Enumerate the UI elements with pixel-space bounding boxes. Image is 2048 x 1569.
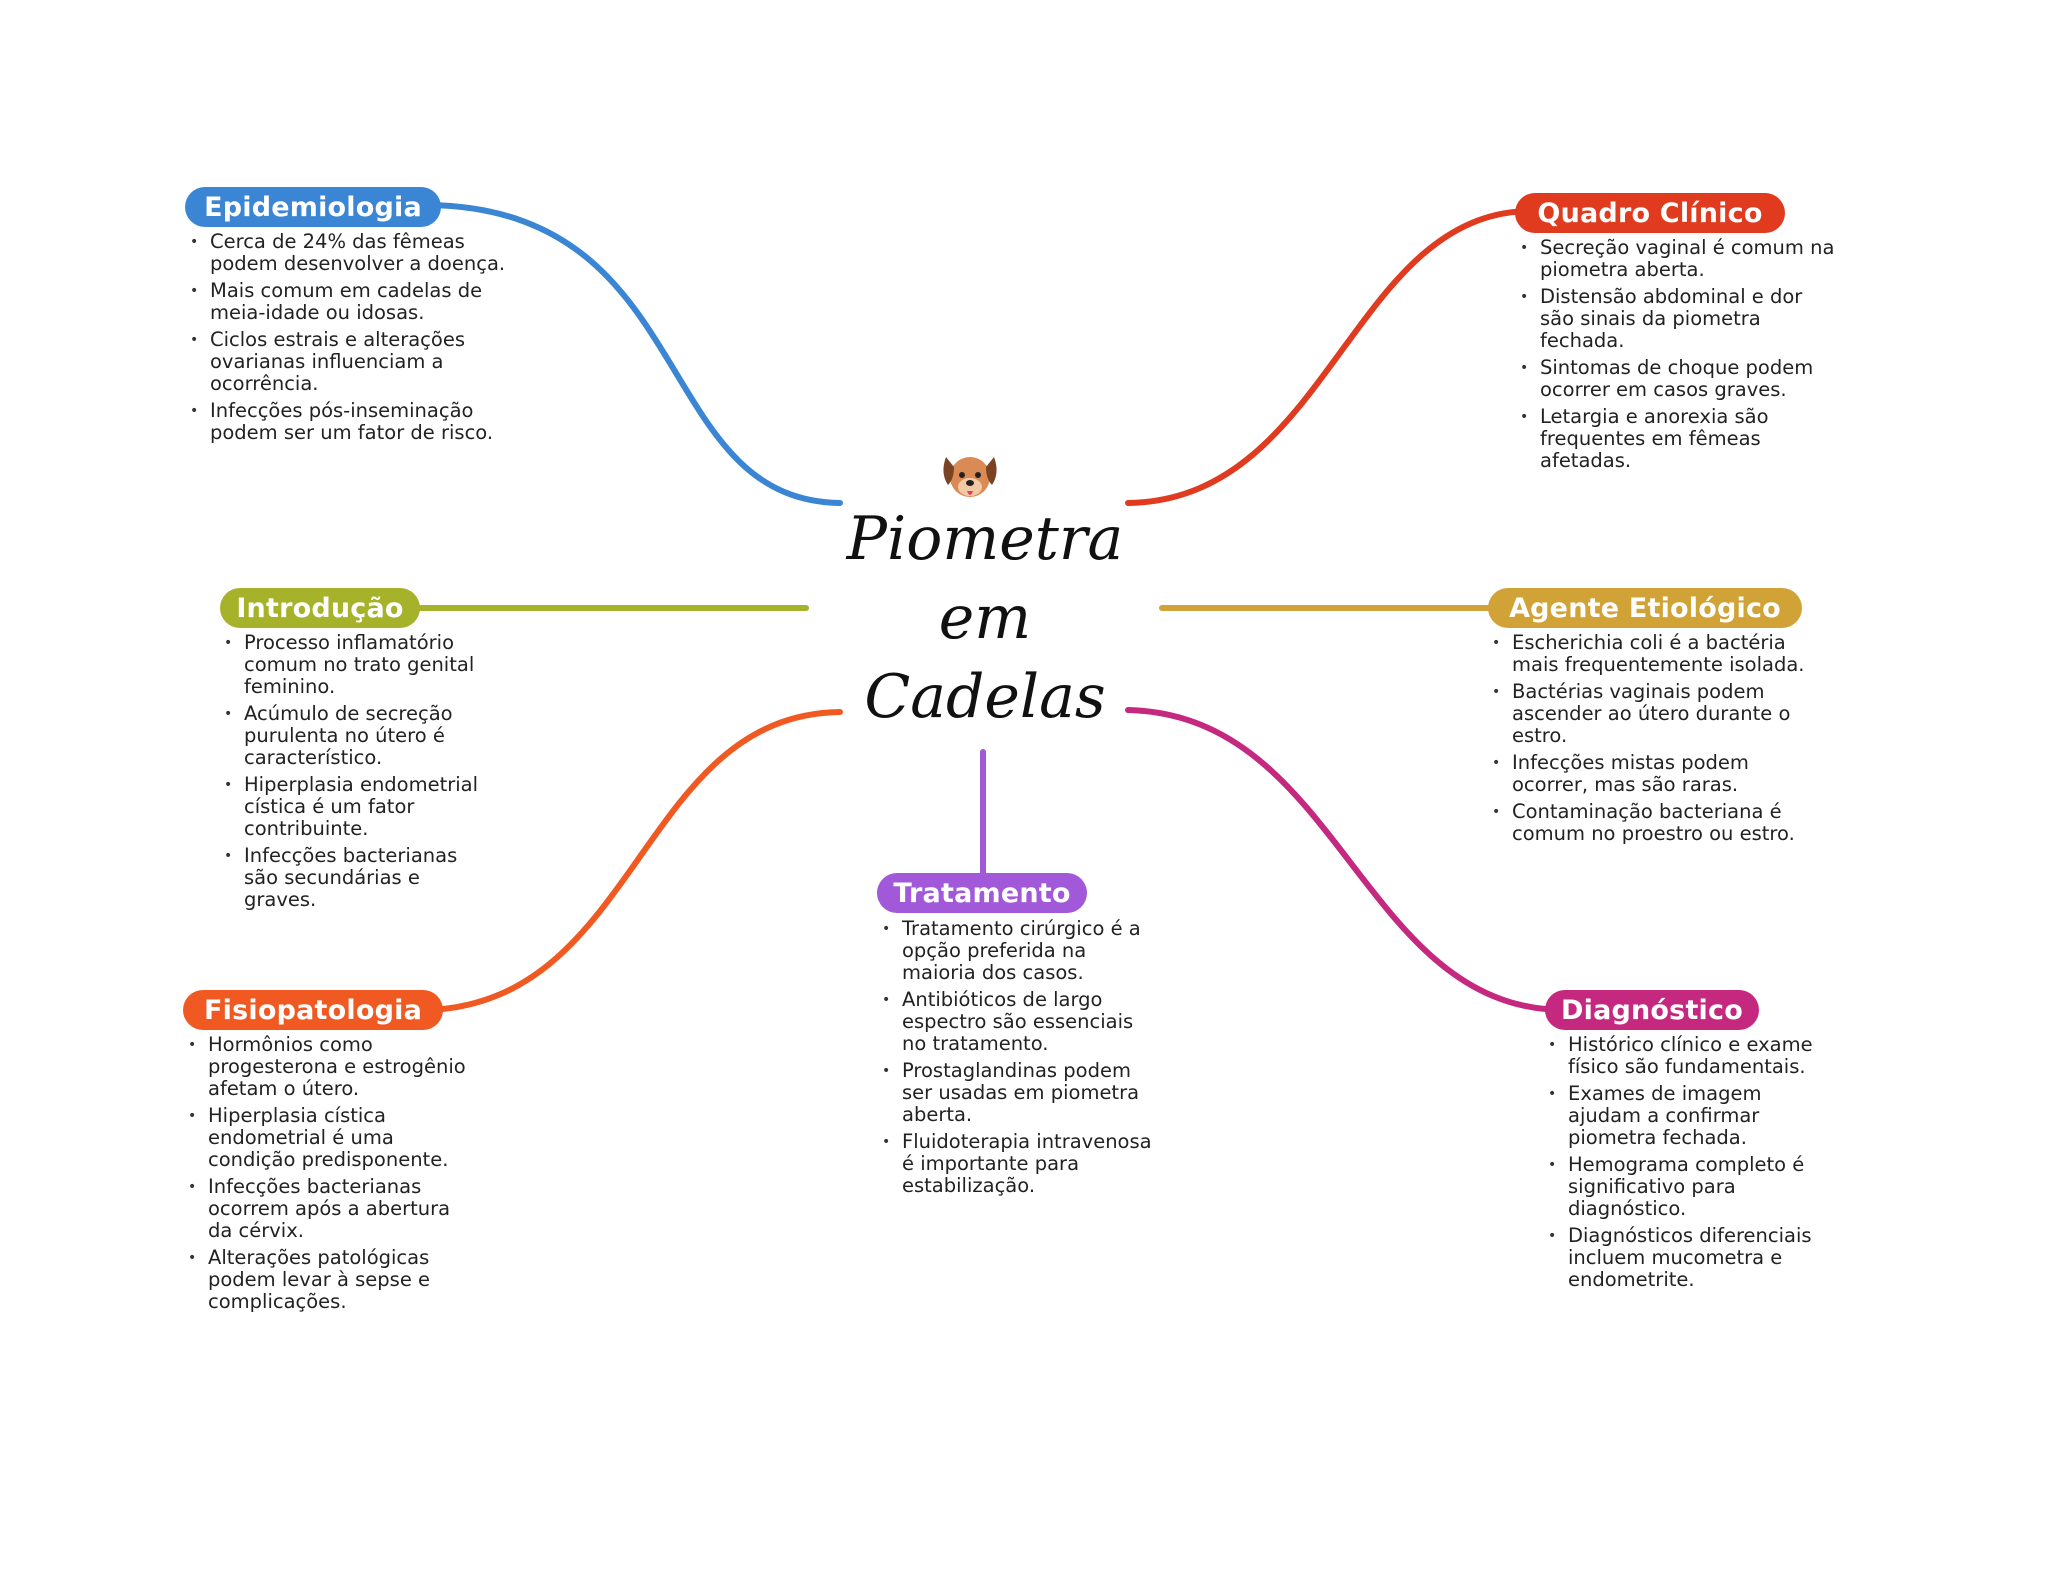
list-item: Hormônios como progesterona e estrogênio…: [186, 1034, 476, 1100]
topic-introducao: Introdução: [220, 588, 420, 628]
list-item: Distensão abdominal e dor são sinais da …: [1518, 286, 1838, 352]
list-item: Hemograma completo é significativo para …: [1546, 1154, 1836, 1220]
list-item: Ciclos estrais e alterações ovarianas in…: [188, 329, 508, 395]
list-item: Acúmulo de secreção purulenta no útero é…: [222, 703, 482, 769]
list-item: Cerca de 24% das fêmeas podem desenvolve…: [188, 231, 508, 275]
title-line: Cadelas: [864, 662, 1106, 732]
list-item: Diagnósticos diferenciais incluem mucome…: [1546, 1225, 1836, 1291]
dog-face-icon: [943, 457, 997, 497]
list-item: Secreção vaginal é comum na piometra abe…: [1518, 237, 1838, 281]
list-item: Hiperplasia endometrial cística é um fat…: [222, 774, 482, 840]
list-item: Infecções bacterianas são secundárias e …: [222, 845, 482, 911]
introducao-list: Processo inflamatório comum no trato gen…: [222, 632, 482, 916]
connector-epidemiologia: [427, 202, 843, 506]
list-item: Letargia e anorexia são frequentes em fê…: [1518, 406, 1838, 472]
list-item: Alterações patológicas podem levar à sep…: [186, 1247, 476, 1313]
connector-diagnostico: [1125, 707, 1563, 1013]
title-line: em: [938, 583, 1032, 653]
list-item: Tratamento cirúrgico é a opção preferida…: [880, 918, 1160, 984]
list-item: Histórico clínico e exame físico são fun…: [1546, 1034, 1836, 1078]
topic-agente-etiologico: Agente Etiológico: [1488, 588, 1802, 628]
quadro-clinico-list: Secreção vaginal é comum na piometra abe…: [1518, 237, 1838, 477]
list-item: Escherichia coli é a bactéria mais frequ…: [1490, 632, 1820, 676]
list-item: Antibióticos de largo espectro são essen…: [880, 989, 1160, 1055]
list-item: Infecções bacterianas ocorrem após a abe…: [186, 1176, 476, 1242]
topic-quadro-clinico: Quadro Clínico: [1515, 193, 1785, 233]
list-item: Prostaglandinas podem ser usadas em piom…: [880, 1060, 1160, 1126]
list-item: Infecções mistas podem ocorrer, mas são …: [1490, 752, 1820, 796]
list-item: Bactérias vaginais podem ascender ao úte…: [1490, 681, 1820, 747]
epidemiologia-list: Cerca de 24% das fêmeas podem desenvolve…: [188, 231, 508, 449]
connector-quadro-clinico: [1125, 208, 1533, 506]
list-item: Exames de imagem ajudam a confirmar piom…: [1546, 1083, 1836, 1149]
topic-epidemiologia: Epidemiologia: [185, 187, 441, 227]
central-title: Piometra em Cadelas: [835, 500, 1135, 737]
topic-tratamento: Tratamento: [877, 873, 1087, 913]
list-item: Fluidoterapia intravenosa é importante p…: [880, 1131, 1160, 1197]
list-item: Mais comum em cadelas de meia-idade ou i…: [188, 280, 508, 324]
topic-fisiopatologia: Fisiopatologia: [183, 990, 443, 1030]
fisiopatologia-list: Hormônios como progesterona e estrogênio…: [186, 1034, 476, 1318]
diagnostico-list: Histórico clínico e exame físico são fun…: [1546, 1034, 1836, 1296]
list-item: Infecções pós-inseminação podem ser um f…: [188, 400, 508, 444]
list-item: Contaminação bacteriana é comum no proes…: [1490, 801, 1820, 845]
agente-etiologico-list: Escherichia coli é a bactéria mais frequ…: [1490, 632, 1820, 850]
title-line: Piometra: [846, 504, 1124, 574]
list-item: Processo inflamatório comum no trato gen…: [222, 632, 482, 698]
list-item: Hiperplasia cística endometrial é uma co…: [186, 1105, 476, 1171]
tratamento-list: Tratamento cirúrgico é a opção preferida…: [880, 918, 1160, 1202]
list-item: Sintomas de choque podem ocorrer em caso…: [1518, 357, 1838, 401]
topic-diagnostico: Diagnóstico: [1545, 990, 1759, 1030]
connector-fisiopatologia: [427, 709, 843, 1013]
